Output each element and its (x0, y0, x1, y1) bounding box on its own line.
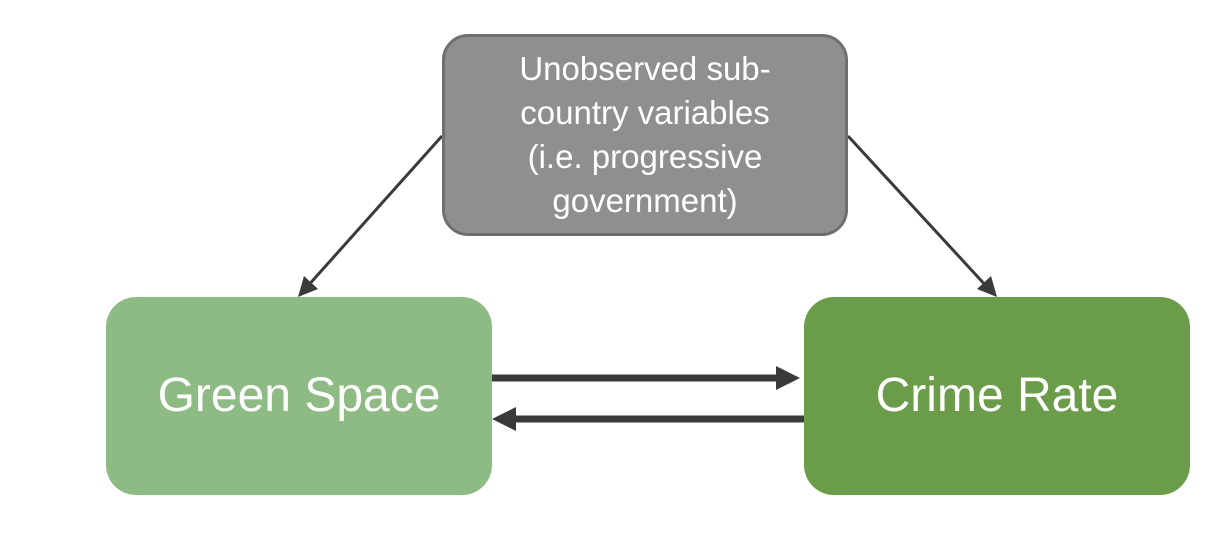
node-crime-rate: Crime Rate (804, 297, 1190, 495)
node-green-space: Green Space (106, 297, 492, 495)
node-crime-rate-label: Crime Rate (875, 369, 1119, 422)
edge-confounder-to-crime-rate-arrowhead (977, 276, 997, 297)
edge-green-space-to-crime-rate-arrowhead (776, 366, 800, 390)
label-line: Unobserved sub- (519, 50, 771, 87)
edge-confounder-to-crime-rate (846, 134, 990, 290)
label-line: government) (552, 182, 738, 219)
label-line: country variables (520, 94, 770, 131)
node-unobserved-variables-label: Unobserved sub- country variables (i.e. … (480, 47, 810, 223)
edge-confounder-to-green-space (304, 134, 444, 290)
edge-confounder-to-green-space-arrowhead (298, 276, 318, 297)
label-line: (i.e. progressive (527, 138, 763, 175)
node-unobserved-variables: Unobserved sub- country variables (i.e. … (442, 34, 848, 236)
node-green-space-label: Green Space (157, 369, 441, 422)
edge-crime-rate-to-green-space-arrowhead (492, 407, 516, 431)
